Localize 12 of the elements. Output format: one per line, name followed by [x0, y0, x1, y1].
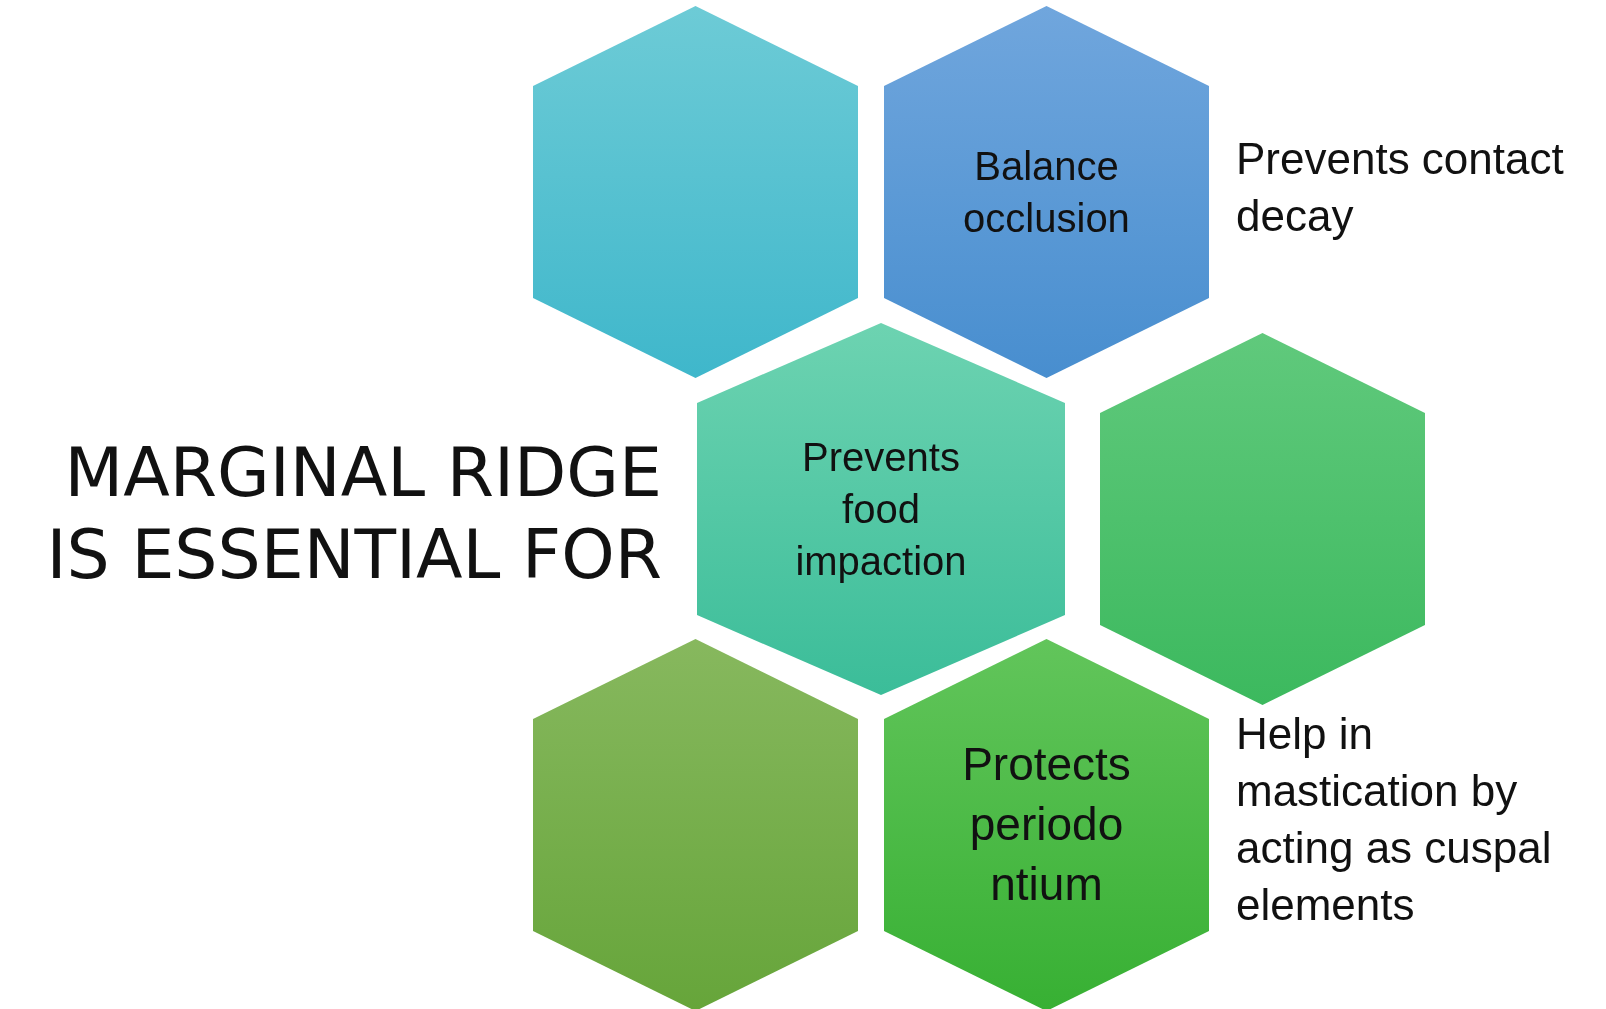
hexagon: [1100, 333, 1425, 705]
hexagon: [884, 639, 1209, 1009]
hexagon: [884, 6, 1209, 378]
note-text: Prevents contact decay: [1236, 133, 1565, 242]
note-text: Help in mastication by acting as cuspal elements: [1236, 708, 1553, 931]
hexagon-label: Prevents food impaction: [794, 434, 968, 585]
title-text: MARGINAL RIDGE IS ESSENTIAL FOR: [45, 432, 662, 596]
hexagon-label: Protects periodo ntium: [961, 737, 1132, 912]
hexagon: [533, 639, 858, 1009]
hexagon: [697, 323, 1065, 695]
hexagon-label: Balance occlusion: [962, 143, 1131, 242]
hexagon: [533, 6, 858, 378]
